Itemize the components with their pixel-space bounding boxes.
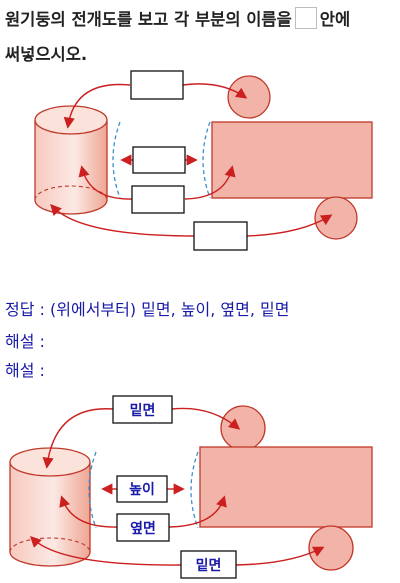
- question-line-2: 써넣으시오.: [5, 45, 88, 64]
- arrow-to-cylinder-bottom: [50, 203, 195, 237]
- answer-box-side[interactable]: [131, 185, 185, 214]
- net-top-base-circle: [227, 75, 271, 119]
- net-side-rectangle: [211, 121, 373, 199]
- solution-bottom-base-circle: [308, 525, 354, 571]
- question-text-part-2: 안에: [319, 10, 351, 29]
- label-box-bottom: [180, 550, 237, 579]
- solution-arrow-to-cylinder-bottom: [30, 536, 182, 566]
- answer-label: 정답 :: [5, 300, 45, 319]
- arrow-to-cylinder-top: [63, 83, 131, 129]
- arrow-to-rectangle: [184, 165, 236, 200]
- dashed-edge-rectangle: [202, 121, 211, 199]
- label-box-height: [116, 475, 168, 503]
- arrow-to-bottom-circle: [246, 214, 333, 237]
- question-text: 원기둥의 전개도를 보고 각 부분의 이름을 안에 써넣으시오.: [5, 2, 397, 72]
- label-height: 높이: [129, 481, 155, 498]
- net-diagram-question: [34, 70, 373, 251]
- answer-box-top[interactable]: [130, 70, 184, 100]
- solution-dashed-edge-cylinder: [88, 451, 97, 529]
- question-text-part-1: 원기둥의 전개도를 보고 각 부분의 이름을: [5, 10, 292, 29]
- answer-box-bottom[interactable]: [193, 221, 248, 251]
- label-box-top: [112, 395, 173, 424]
- arrow-to-cylinder-side: [78, 165, 133, 200]
- cylinder-figure-solution: [9, 447, 91, 567]
- solution-dashed-edge-rectangle: [190, 451, 199, 529]
- arrow-to-top-circle: [182, 83, 248, 99]
- explanation-label-2: 해설 :: [5, 361, 45, 380]
- dashed-edge-cylinder: [112, 121, 121, 199]
- question-line-1: 원기둥의 전개도를 보고 각 부분의 이름을 안에: [5, 7, 351, 29]
- solution-arrow-to-rectangle: [168, 495, 227, 528]
- net-diagram-solution: 밑면 높이 옆면 밑면: [9, 395, 373, 579]
- answer-blank-box: [294, 7, 317, 29]
- label-box-side: [116, 513, 170, 542]
- solution-top-base-circle: [220, 405, 266, 451]
- label-bottom-base: 밑면: [196, 557, 222, 574]
- solution-arrow-to-cylinder-side: [59, 495, 118, 528]
- solution-arrow-to-bottom-circle: [235, 546, 325, 566]
- answer-line: 정답 : (위에서부터) 밑면, 높이, 옆면, 밑면: [5, 300, 289, 320]
- cylinder-figure: [34, 105, 108, 215]
- explanation-label-1: 해설 :: [5, 332, 45, 351]
- solution-arrow-to-top-circle: [171, 407, 241, 430]
- solution-arrow-to-cylinder-top: [42, 408, 114, 469]
- label-top-base: 밑면: [130, 402, 156, 419]
- answer-value: (위에서부터) 밑면, 높이, 옆면, 밑면: [50, 300, 290, 319]
- solution-side-rectangle: [199, 446, 373, 528]
- label-side-face: 옆면: [130, 520, 156, 537]
- net-bottom-base-circle: [314, 196, 358, 240]
- answer-box-height[interactable]: [132, 146, 186, 174]
